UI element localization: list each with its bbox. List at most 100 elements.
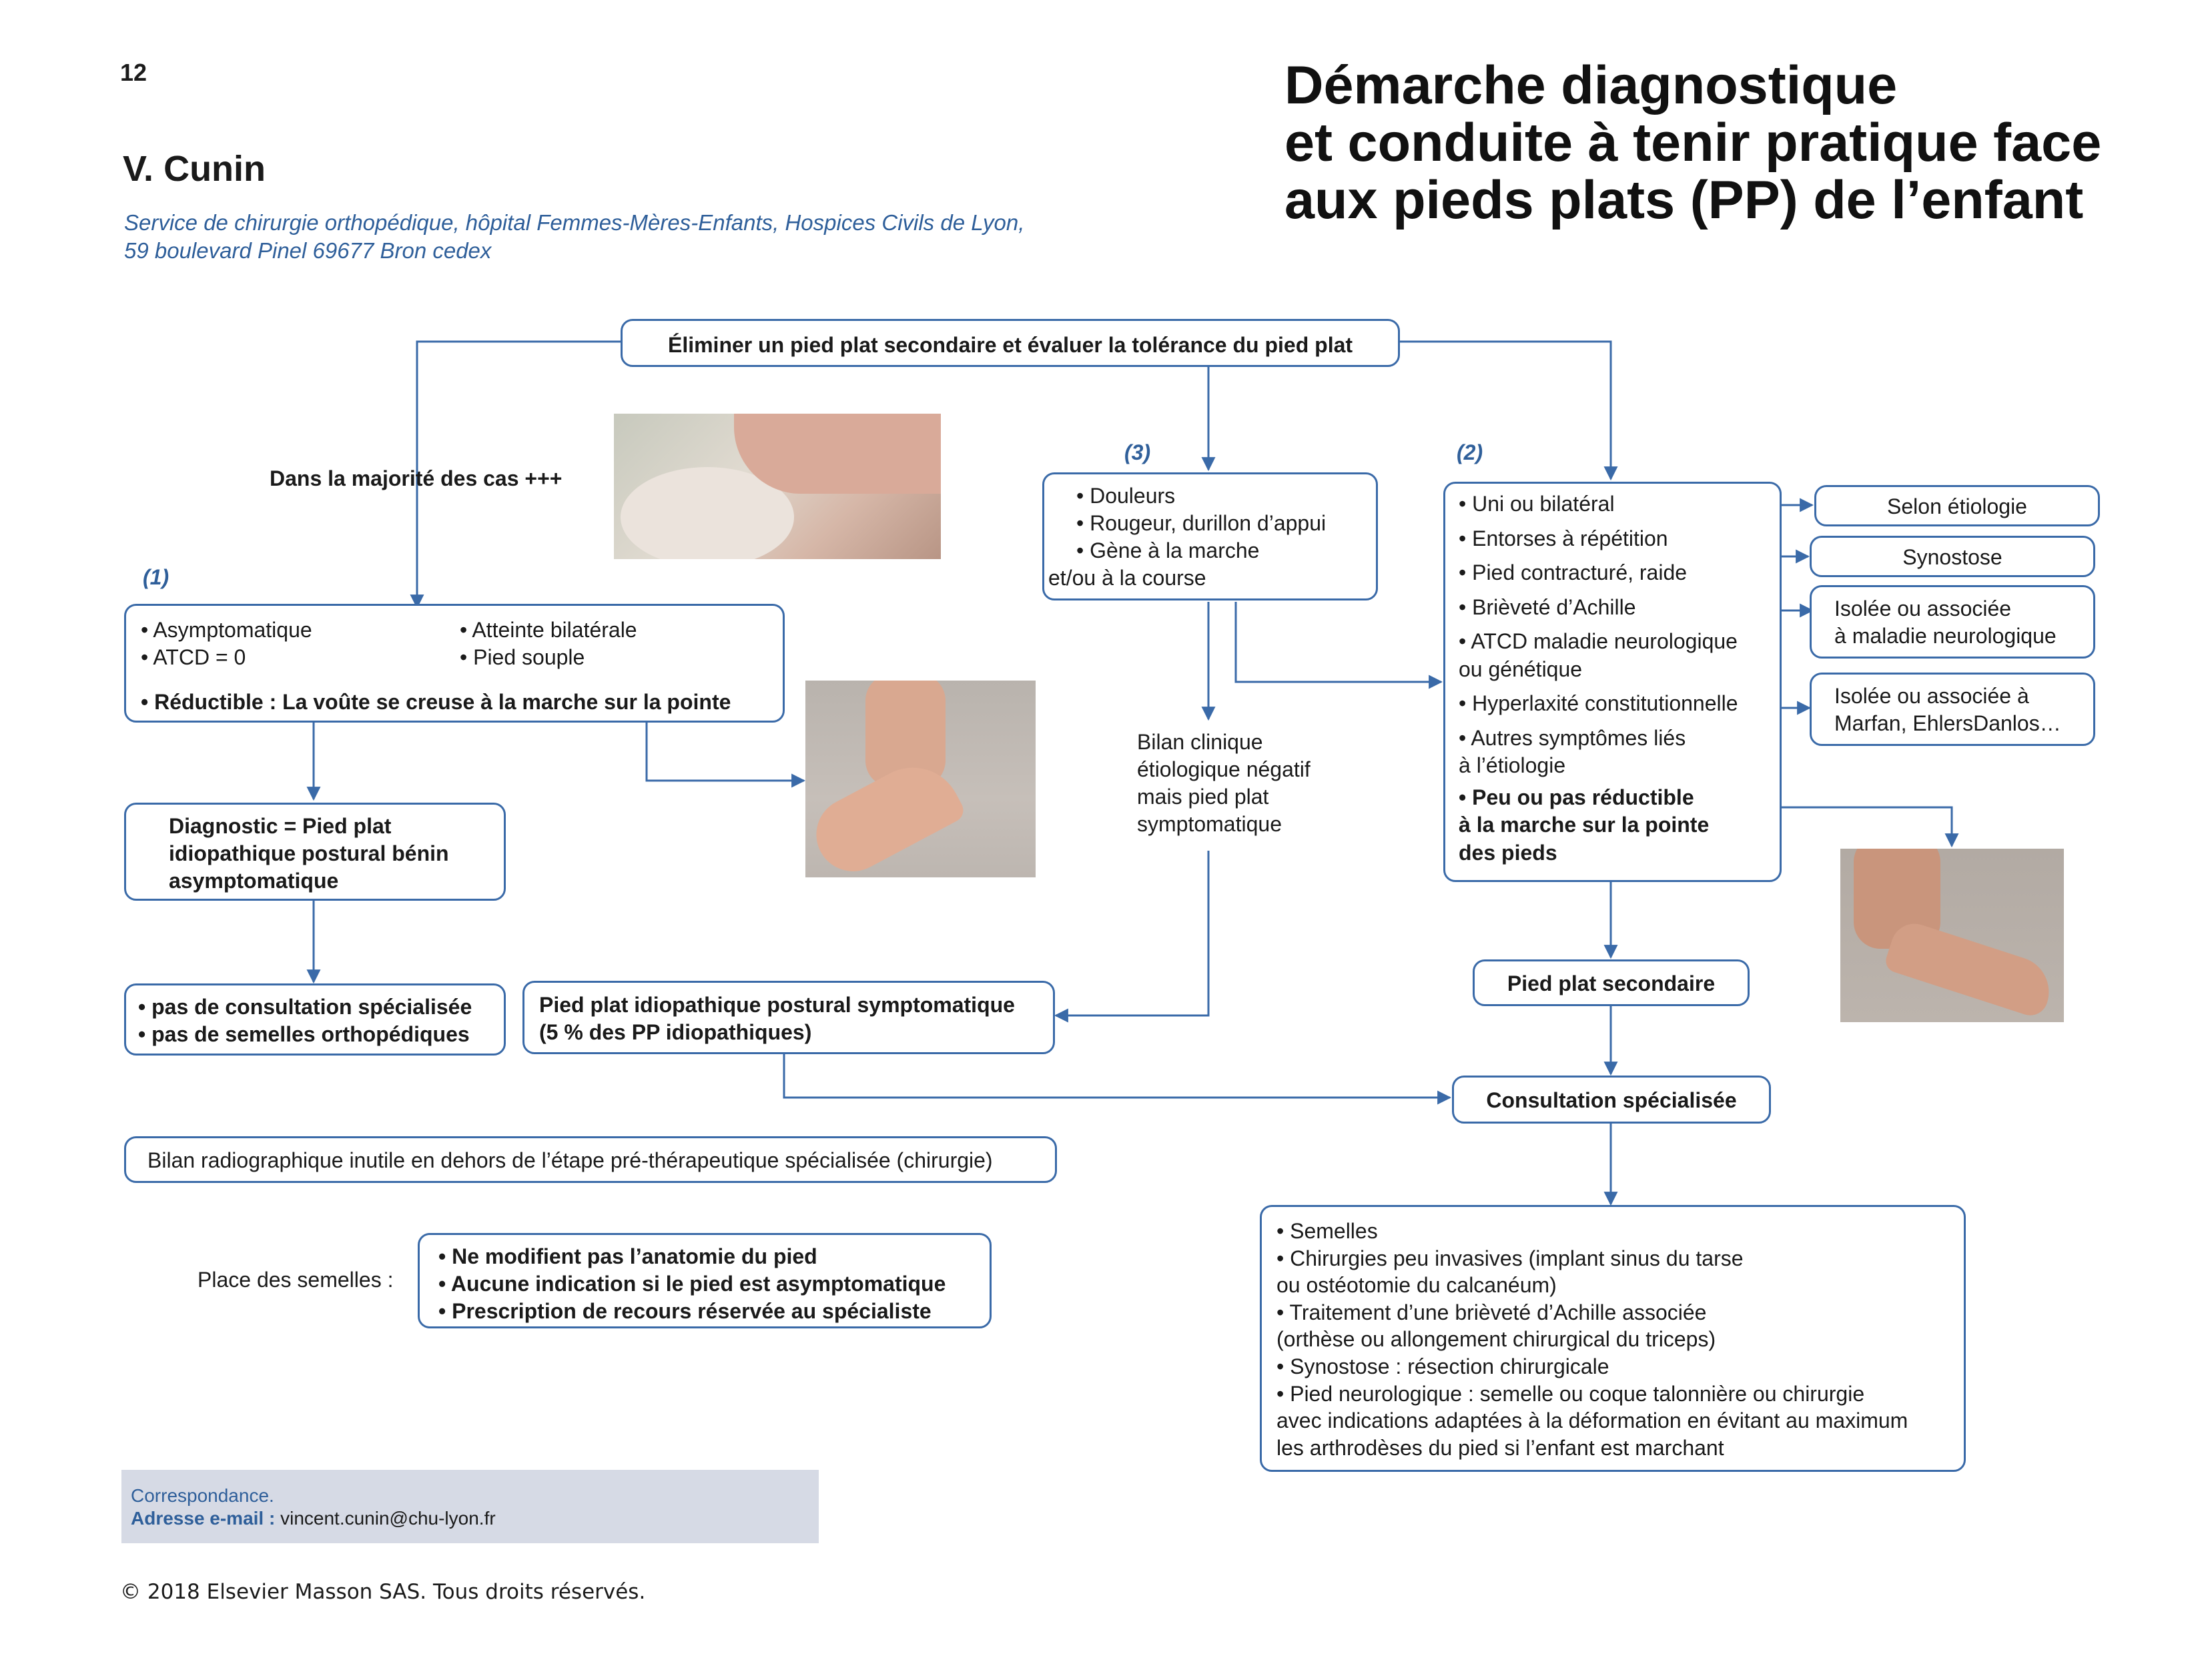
connector-reductible-photo: [1718, 806, 1959, 848]
no-consultation-line: • pas de consultation spécialisée: [138, 995, 472, 1019]
criterion-bilateral: • Atteinte bilatérale: [460, 618, 637, 642]
box-secondary-criteria: • Uni ou bilatéral • Entorses à répétiti…: [1443, 482, 1782, 882]
affiliation-line: Service de chirurgie orthopédique, hôpit…: [124, 210, 1025, 235]
connector-bilan-symptomatic: [1054, 851, 1210, 1023]
box-asymptomatic: • Asymptomatique • ATCD = 0 • Atteinte b…: [124, 604, 785, 723]
symptomatic-line: Pied plat idiopathique postural symptoma…: [539, 993, 1015, 1017]
email-link[interactable]: vincent.cunin@chu-lyon.fr: [280, 1508, 496, 1529]
treatment-line: • Chirurgies peu invasives (implant sinu…: [1276, 1246, 1744, 1270]
neuro-line: Isolée ou associée: [1834, 596, 2012, 620]
criterion-hyperlaxity: • Hyperlaxité constitutionnelle: [1459, 691, 1738, 715]
box-neuro-associated: Isolée ou associée à maladie neurologiqu…: [1810, 585, 2095, 659]
connector-top-left: [410, 340, 621, 609]
bilan-line: Bilan clinique: [1137, 730, 1263, 754]
treatment-line: • Pied neurologique : semelle ou coque t…: [1276, 1381, 1865, 1406]
box-diagnostic: Diagnostic = Pied plat idiopathique post…: [124, 803, 506, 901]
branch-tag-3: (3): [1124, 440, 1151, 464]
criterion-atcd: • ATCD = 0: [141, 645, 246, 669]
branch-tag-2: (2): [1457, 440, 1483, 464]
treatment-line: avec indications adaptées à la déformati…: [1276, 1408, 1908, 1433]
symptom-pain: • Douleurs: [1076, 484, 1176, 508]
box-no-consultation: • pas de consultation spécialisée • pas …: [124, 983, 506, 1056]
neuro-line: à maladie neurologique: [1834, 624, 2057, 648]
box-selon-etiologie: Selon étiologie: [1814, 485, 2100, 526]
criterion-stiff: • Pied contracturé, raide: [1459, 560, 1688, 584]
box-radiography-note: Bilan radiographique inutile en dehors d…: [124, 1136, 1057, 1183]
bilan-negative-text: Bilan clinique étiologique négatif mais …: [1137, 729, 1311, 838]
box-specialized-consultation: Consultation spécialisée: [1452, 1076, 1771, 1124]
criterion-supple: • Pied souple: [460, 645, 585, 669]
majority-label: Dans la majorité des cas +++: [270, 466, 563, 490]
top-decision-box: Éliminer un pied plat secondaire et éval…: [621, 319, 1400, 367]
affiliation-line: 59 boulevard Pinel 69677 Bron cedex: [124, 238, 492, 263]
treatment-line: (orthèse ou allongement chirurgical du t…: [1276, 1327, 1716, 1352]
box-symptomatic-flatfoot: Pied plat idiopathique postural symptoma…: [522, 981, 1055, 1054]
criterion-reducible: • Réductible : La voûte se creuse à la m…: [141, 690, 731, 714]
symptom-redness: • Rougeur, durillon d’appui: [1076, 511, 1327, 535]
no-insoles-line: • pas de semelles orthopédiques: [138, 1022, 470, 1046]
symptomatic-line: (5 % des PP idiopathiques): [539, 1020, 812, 1044]
box-treatments: • Semelles • Chirurgies peu invasives (i…: [1260, 1205, 1966, 1472]
photo-flat-foot-tiptoe: [1840, 849, 2064, 1022]
criterion-uni-bilateral: • Uni ou bilatéral: [1459, 492, 1615, 516]
box-insoles: • Ne modifient pas l’anatomie du pied • …: [418, 1233, 992, 1328]
insoles-line: • Prescription de recours réservée au sp…: [438, 1299, 932, 1323]
criterion-other-cont: à l’étiologie: [1459, 753, 1566, 777]
symptom-running: et/ou à la course: [1048, 566, 1206, 590]
criterion-sprains: • Entorses à répétition: [1459, 526, 1668, 550]
box-marfan: Isolée ou associée à Marfan, EhlersDanlo…: [1810, 673, 2095, 746]
email-label: Adresse e-mail :: [131, 1508, 276, 1529]
treatment-line: ou ostéotomie du calcanéum): [1276, 1273, 1557, 1298]
consultation-label: Consultation spécialisée: [1486, 1088, 1737, 1112]
diagnostic-line: idiopathique postural bénin: [169, 841, 449, 865]
correspondence-label: Correspondance.: [131, 1485, 274, 1506]
marfan-line: Marfan, EhlersDanlos…: [1834, 711, 2061, 735]
copyright: © 2018 Elsevier Masson SAS. Tous droits …: [120, 1580, 646, 1604]
insoles-line: • Ne modifient pas l’anatomie du pied: [438, 1244, 817, 1268]
insoles-label: Place des semelles :: [198, 1268, 394, 1292]
page-title: Démarche diagnostique et conduite à teni…: [1284, 57, 2165, 229]
photo-sole-of-foot: [614, 414, 941, 559]
box-symptoms: • Douleurs • Rougeur, durillon d’appui •…: [1042, 472, 1378, 600]
connector-symptomatic-consultation: [783, 1054, 1452, 1105]
diagnostic-line: Diagnostic = Pied plat: [169, 814, 392, 838]
criterion-neuro-cont: ou génétique: [1459, 657, 1583, 681]
criterion-asymptomatic: • Asymptomatique: [141, 618, 312, 642]
box-synostose: Synostose: [1810, 536, 2095, 577]
radiography-label: Bilan radiographique inutile en dehors d…: [147, 1148, 993, 1172]
treatment-line: • Semelles: [1276, 1219, 1378, 1243]
criterion-other: • Autres symptômes liés: [1459, 725, 1686, 750]
insoles-line: • Aucune indication si le pied est asymp…: [438, 1272, 946, 1296]
criterion-achilles: • Brièveté d’Achille: [1459, 594, 1636, 619]
affiliation: Service de chirurgie orthopédique, hôpit…: [124, 209, 1125, 265]
treatment-line: • Traitement d’une brièveté d’Achille as…: [1276, 1300, 1707, 1324]
top-box-label: Éliminer un pied plat secondaire et éval…: [667, 333, 1353, 357]
photo-tiptoe-foot: [805, 681, 1036, 877]
criterion-not-reducible: • Peu ou pas réductible: [1459, 785, 1694, 809]
branch-tag-1: (1): [143, 565, 169, 589]
title-line: Démarche diagnostique: [1284, 55, 1898, 115]
bilan-line: étiologique négatif: [1137, 757, 1311, 781]
diagnostic-line: asymptomatique: [169, 869, 339, 893]
connector-box1-photo: [645, 721, 806, 788]
connector-top-right: [1400, 340, 1618, 481]
box-secondary-flatfoot: Pied plat secondaire: [1473, 959, 1750, 1006]
correspondence-box: Correspondance. Adresse e-mail : vincent…: [121, 1470, 819, 1543]
bilan-line: mais pied plat: [1137, 785, 1269, 809]
synostose-label: Synostose: [1902, 545, 2002, 569]
bilan-line: symptomatique: [1137, 812, 1282, 836]
criterion-not-reducible-cont2: des pieds: [1459, 840, 1557, 865]
treatment-line: • Synostose : résection chirurgicale: [1276, 1354, 1609, 1378]
treatment-line: les arthrodèses du pied si l’enfant est …: [1276, 1435, 1724, 1460]
marfan-line: Isolée ou associée à: [1834, 684, 2029, 708]
connector-box3-box2: [1234, 602, 1443, 689]
criterion-not-reducible-cont: à la marche sur la pointe: [1459, 813, 1710, 837]
title-line: et conduite à tenir pratique face: [1284, 113, 2102, 173]
page-number: 12: [120, 59, 147, 86]
secondary-label: Pied plat secondaire: [1507, 971, 1716, 995]
author-name: V. Cunin: [123, 149, 266, 189]
title-line: aux pieds plats (PP) de l’enfant: [1284, 170, 2084, 230]
email-row: Adresse e-mail : vincent.cunin@chu-lyon.…: [131, 1507, 809, 1530]
criterion-neuro: • ATCD maladie neurologique: [1459, 629, 1738, 653]
